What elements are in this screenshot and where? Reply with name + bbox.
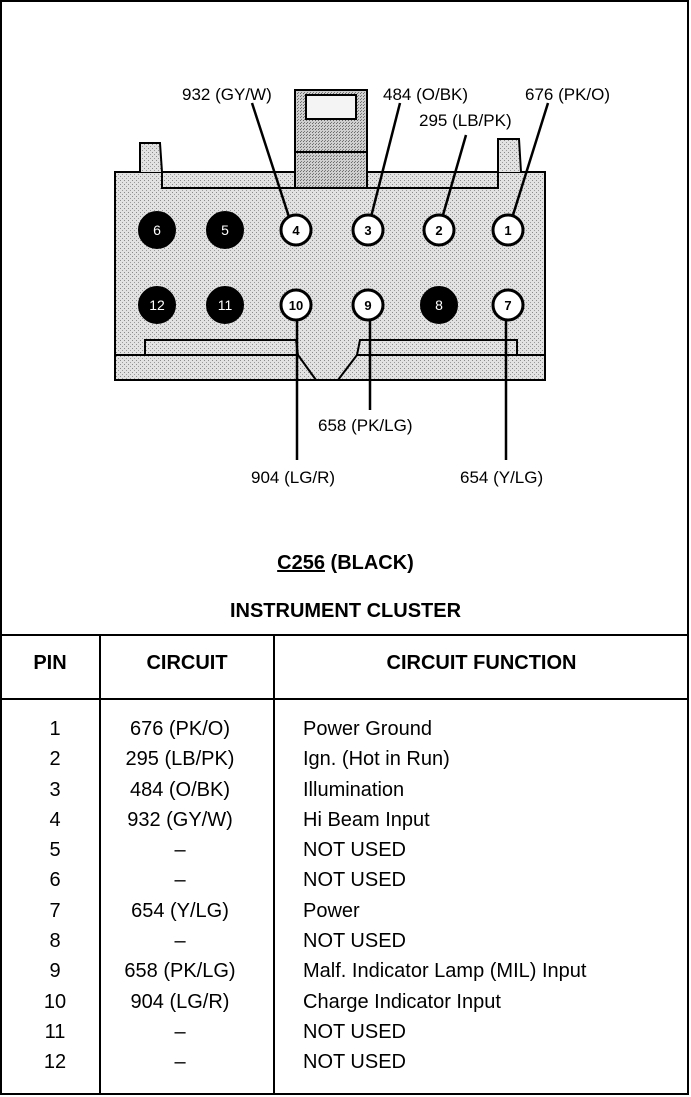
callout-pin3: 484 (O/BK) [383,85,468,104]
table-row: 2 295 (LB/PK) Ign. (Hot in Run) [0,744,689,774]
pin-cell: 5 [49,839,61,862]
circuit-cell: 654 (Y/LG) [131,899,229,922]
connector-body [114,89,546,381]
pin-number: 10 [289,298,303,313]
table-col-divider [99,634,101,1095]
table-body: 1 676 (PK/O) Power Ground 2 295 (LB/PK) Ign. … [0,714,689,1078]
connector-color: (BLACK) [330,552,414,574]
pin-table: PIN CIRCUIT CIRCUIT FUNCTION 1 676 (PK/O)… [0,634,689,1095]
callout-pin1: 676 (PK/O) [525,85,610,104]
pin-number: 3 [364,223,371,238]
pin-cell: 9 [49,960,61,983]
pin-cavity [279,213,313,247]
table-row: 12 – NOT USED [0,1047,689,1077]
pin-cavity [420,286,458,324]
callout-pin7: 654 (Y/LG) [460,468,543,487]
pin-number: 8 [435,297,443,313]
header-circuit: CIRCUIT [146,652,228,674]
pin-row-bottom: 12 11 10 9 8 7 [138,286,525,324]
pin-cell: 12 [43,1051,67,1074]
function-cell: NOT USED [303,930,406,953]
pin-cell: 3 [49,778,61,801]
pin-cavity [491,288,525,322]
pin-cavity [206,211,244,249]
pin-cavity [491,213,525,247]
circuit-cell: – [174,839,186,862]
function-cell: Ign. (Hot in Run) [303,748,450,771]
connector-diagram: 6 5 4 3 2 1 12 11 10 9 8 7 932 (GY/W) 484 (O/BK) 2… [114,85,610,487]
circuit-cell: – [174,1020,186,1043]
table-header-rule [0,698,689,700]
callout-pin10: 904 (LG/R) [251,468,335,487]
pin-cavity [138,286,176,324]
table-row: 6 – NOT USED [0,865,689,895]
pin-cell: 4 [49,808,61,831]
function-cell: Power Ground [303,718,432,740]
pin-number: 5 [221,222,229,238]
table-row: 7 654 (Y/LG) Power [0,896,689,926]
connector-id: C256 [277,552,325,574]
callout-pin9: 658 (PK/LG) [318,416,413,435]
function-cell: NOT USED [303,869,406,892]
circuit-cell: – [174,930,186,953]
pin-cavity [279,288,313,322]
function-cell: NOT USED [303,1020,406,1043]
table-row: 11 – NOT USED [0,1017,689,1047]
function-cell: Hi Beam Input [303,808,430,831]
function-cell: Power [303,899,360,922]
pin-cavity [351,288,385,322]
circuit-cell: – [174,1051,186,1074]
callout-pin4: 932 (GY/W) [182,85,272,104]
pin-number: 4 [292,223,300,238]
pin-number: 1 [504,223,511,238]
table-row: 5 – NOT USED [0,835,689,865]
pin-cavity [422,213,456,247]
table-row: 8 – NOT USED [0,926,689,956]
header-pin: PIN [33,652,67,674]
circuit-cell: – [174,869,186,892]
table-row: 3 484 (O/BK) Illumination [0,775,689,805]
circuit-cell: 904 (LG/R) [130,990,230,1013]
function-cell: NOT USED [303,1051,406,1074]
pin-cell: 11 [44,1020,66,1043]
circuit-cell: 932 (GY/W) [127,808,233,831]
pin-cell: 2 [49,748,61,771]
table-row: 9 658 (PK/LG) Malf. Indicator Lamp (MIL) I… [0,956,689,986]
pin-number: 9 [364,298,371,313]
function-cell: Malf. Indicator Lamp (MIL) Input [303,960,587,983]
header-function: CIRCUIT FUNCTION [386,652,577,674]
pin-cell: 10 [43,990,67,1013]
pin-cavity [138,211,176,249]
leader-lines [250,102,550,460]
table-row: 4 932 (GY/W) Hi Beam Input [0,805,689,835]
table-top-rule [0,634,689,636]
pin-cell: 7 [49,899,61,922]
pin-row-top: 6 5 4 3 2 1 [138,211,525,249]
circuit-cell: 676 (PK/O) [129,718,231,740]
pin-cell: 1 [49,718,61,740]
function-cell: NOT USED [303,839,406,862]
component-name: INSTRUMENT CLUSTER [229,600,462,622]
function-cell: Illumination [303,778,405,801]
pin-number: 11 [218,297,233,313]
connector-title: C256 (BLACK) [0,552,691,575]
table-row: 1 676 (PK/O) Power Ground [0,714,689,744]
pin-cell: 8 [49,930,61,953]
pin-cell: 6 [49,869,61,892]
pin-number: 6 [153,222,161,238]
function-cell: Charge Indicator Input [303,990,501,1013]
pin-number: 7 [504,298,511,313]
table-col-divider [273,634,275,1095]
circuit-cell: 484 (O/BK) [129,778,231,801]
pin-cavity [206,286,244,324]
pin-number: 2 [435,223,442,238]
callout-pin2: 295 (LB/PK) [419,111,512,130]
table-row: 10 904 (LG/R) Charge Indicator Input [0,987,689,1017]
circuit-cell: 658 (PK/LG) [124,960,236,983]
circuit-cell: 295 (LB/PK) [125,748,235,771]
pin-number: 12 [149,297,165,313]
pin-cavity [351,213,385,247]
